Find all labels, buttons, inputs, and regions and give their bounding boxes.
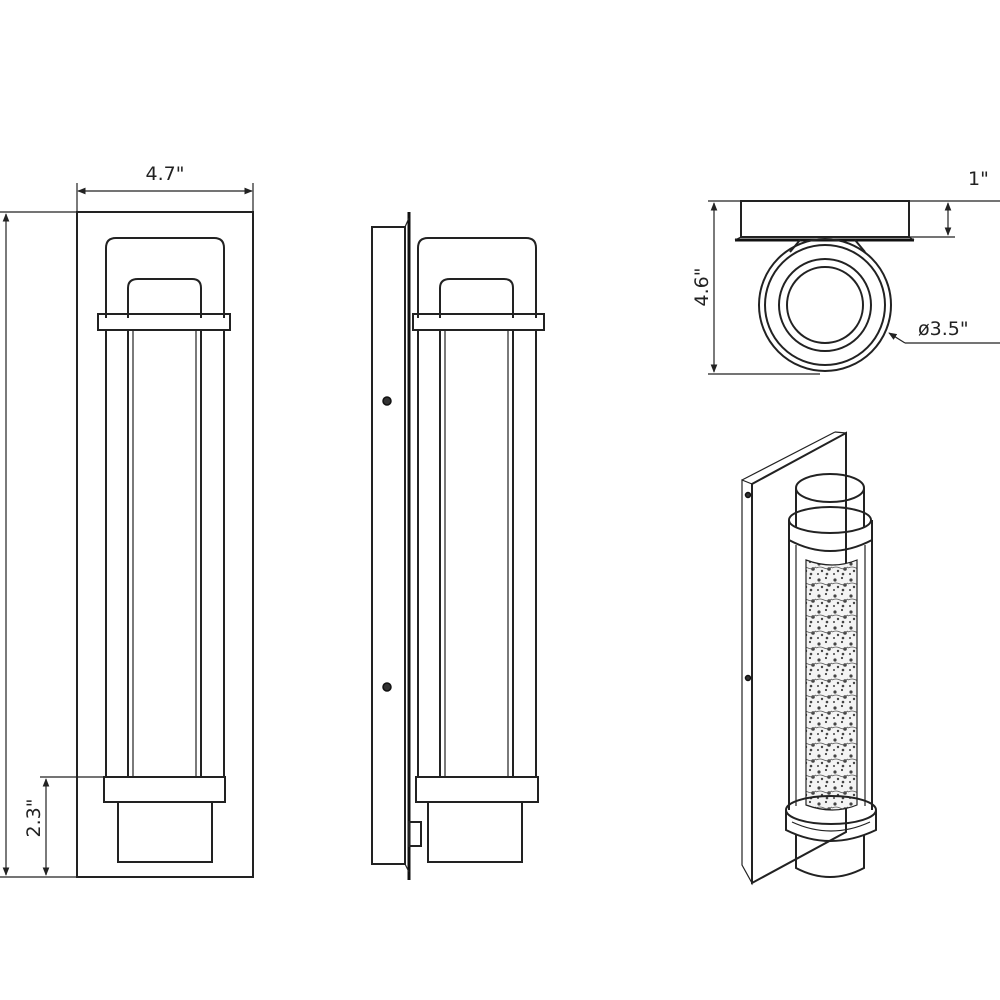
side-bottom-cap <box>427 802 523 863</box>
front-outer-arch <box>105 237 225 318</box>
dim-width-label: 4.7" <box>146 163 185 185</box>
top-inner-ring <box>778 258 872 352</box>
top-plate <box>740 200 910 238</box>
dim-top-height-label: 4.6" <box>691 268 713 307</box>
dim-lower-height-label: 2.3" <box>23 799 45 838</box>
front-backplate <box>76 211 254 878</box>
front-lower-band <box>103 776 226 803</box>
side-screw-bottom <box>382 682 392 692</box>
front-upper-band <box>97 313 231 331</box>
perspective-view <box>741 431 877 886</box>
dim-depth-label: 1" <box>968 168 989 190</box>
side-lower-band <box>415 776 539 803</box>
top-outer-ring <box>758 238 892 372</box>
front-view <box>76 211 254 878</box>
perspective-top-cap <box>795 473 865 503</box>
perspective-glass <box>805 559 858 811</box>
front-bottom-cap <box>117 802 213 863</box>
front-inner-arch <box>127 278 202 318</box>
perspective-tube <box>788 540 873 810</box>
side-inner-arch <box>439 278 514 318</box>
dim-diameter-label: ø3.5" <box>918 318 969 340</box>
dim-diameter: ø3.5" <box>888 318 1000 344</box>
dim-lower-height: 2.3" <box>23 776 104 876</box>
dim-width: 4.7" <box>76 163 254 212</box>
top-view <box>734 200 915 372</box>
side-upper-band <box>412 313 545 331</box>
perspective-bottom-cap <box>795 835 865 878</box>
side-plate <box>371 226 406 865</box>
side-view <box>371 212 545 880</box>
dim-overall-height <box>0 211 77 878</box>
dim-top-height: 4.6" <box>691 200 820 375</box>
side-screw-top <box>382 396 392 406</box>
perspective-upper-ring <box>788 520 873 552</box>
perspective-lower-ring <box>785 810 877 842</box>
dim-depth: 1" <box>909 168 1000 238</box>
side-outer-arch <box>417 237 537 318</box>
